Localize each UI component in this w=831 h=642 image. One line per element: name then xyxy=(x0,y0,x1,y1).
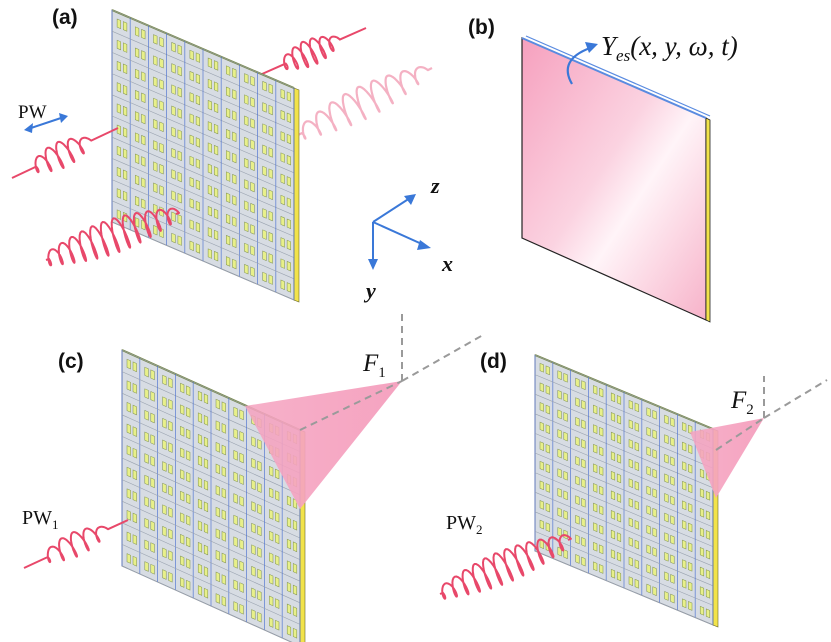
svg-text:F2: F2 xyxy=(730,387,754,418)
incident-wave-pw2 xyxy=(439,534,572,600)
pw2-subscript: 2 xyxy=(476,522,483,537)
formula-symbol: Y xyxy=(601,31,619,61)
surface-arrow xyxy=(566,46,591,85)
pw1-subscript: 1 xyxy=(52,517,59,532)
panel-a: (a) PW xyxy=(11,6,433,303)
polarization-arrow xyxy=(24,113,68,133)
pw1-symbol: PW xyxy=(22,507,52,529)
formula-subscript: es xyxy=(616,46,631,65)
metasurface-c xyxy=(121,349,306,642)
pw2-symbol: PW xyxy=(446,512,476,534)
focal-lines-c xyxy=(401,312,484,382)
incident-wave-pw xyxy=(11,127,119,179)
x-axis-arrowhead xyxy=(417,240,431,250)
metasurface-a xyxy=(111,9,300,303)
pw-label: PW xyxy=(18,102,47,123)
metasurface-d xyxy=(534,354,719,628)
panel-b-label: (b) xyxy=(468,16,495,39)
focal-axis-c xyxy=(299,380,403,431)
svg-text:PW1: PW1 xyxy=(22,507,59,532)
focal-lines-d xyxy=(763,376,828,419)
focus-d-subscript: 2 xyxy=(746,402,754,418)
focus-c-symbol: F xyxy=(362,350,379,377)
svg-text:F1: F1 xyxy=(362,350,386,381)
focus-c-subscript: 1 xyxy=(378,365,386,381)
x-axis-label: x xyxy=(441,251,453,276)
formula-args: (x, y, ω, t) xyxy=(630,31,738,61)
panel-c-label: (c) xyxy=(58,350,84,373)
incident-wave-pw1 xyxy=(23,519,129,569)
panel-c: (c) F1 PW1 xyxy=(22,312,484,642)
faded-wave xyxy=(291,66,433,140)
focusing-beam-c xyxy=(245,381,402,509)
y-axis-label: y xyxy=(363,278,376,303)
z-axis-arrowhead xyxy=(404,194,416,205)
panel-d: (d) F2 PW2 xyxy=(439,350,828,628)
panel-d-label: (d) xyxy=(480,350,507,373)
y-axis-arrowhead xyxy=(368,259,378,270)
focus-d-symbol: F xyxy=(730,387,747,414)
panel-a-label: (a) xyxy=(52,6,78,29)
svg-text:PW2: PW2 xyxy=(446,512,483,537)
panel-b: (b) Yes(x, y, ω, t) xyxy=(468,16,738,323)
coordinate-axes: z x y xyxy=(363,173,453,303)
effective-surface-plate xyxy=(521,35,711,323)
svg-text:Yes(x, y, ω, t): Yes(x, y, ω, t) xyxy=(601,31,738,65)
focal-axis-d xyxy=(715,417,765,451)
focusing-beam-d xyxy=(690,418,764,498)
z-axis-label: z xyxy=(430,173,440,198)
transmitted-wave-top xyxy=(261,27,367,75)
incident-wave-bottom xyxy=(45,207,180,267)
